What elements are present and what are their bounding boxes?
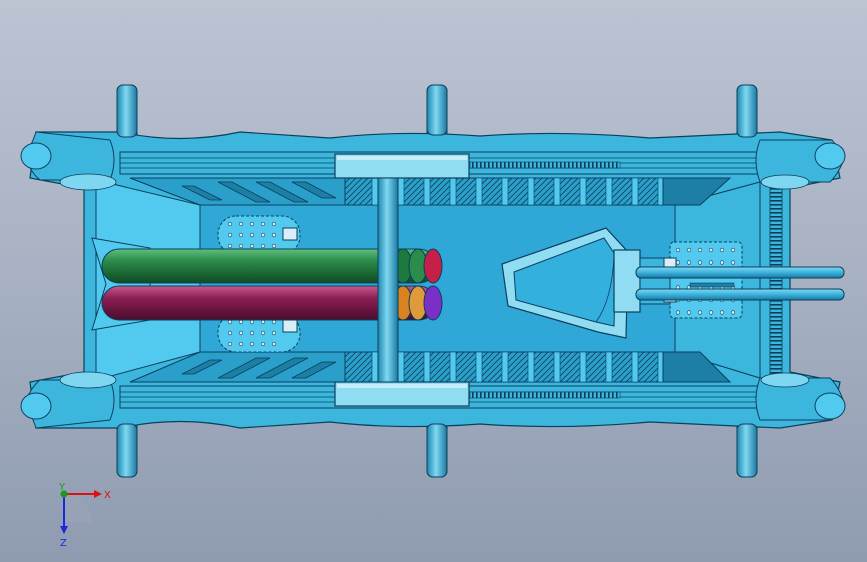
upper-rack bbox=[469, 161, 621, 169]
axis-z-label: Z bbox=[60, 538, 67, 549]
bolt-plate-upper-left bbox=[217, 215, 301, 255]
bolt-plate-lower-left bbox=[217, 313, 301, 353]
right-vertical-rack bbox=[769, 181, 783, 379]
upper-slots bbox=[181, 181, 337, 203]
grill-dividers bbox=[371, 177, 665, 383]
piston-rod-upper bbox=[635, 266, 845, 279]
corner-bracket-top-left bbox=[20, 131, 117, 191]
knob-bottom-right[interactable] bbox=[814, 392, 846, 420]
bolt-plate-right bbox=[669, 241, 743, 319]
tube-end-red bbox=[423, 248, 443, 284]
knob-bottom-left[interactable] bbox=[20, 392, 52, 420]
center-shaft bbox=[377, 177, 399, 383]
corner-bracket-bottom-left bbox=[20, 371, 117, 429]
lower-right-gusset bbox=[662, 351, 732, 383]
piston-housing bbox=[613, 249, 641, 313]
axis-x-label: X bbox=[104, 490, 111, 501]
tube-end-purple bbox=[423, 285, 443, 321]
hopper bbox=[501, 227, 629, 339]
knob-top-left[interactable] bbox=[20, 142, 52, 170]
launch-tubes[interactable] bbox=[101, 248, 443, 321]
axis-triad: X Y Z bbox=[58, 482, 111, 549]
piston-rod-lower bbox=[635, 288, 845, 301]
axis-y-label: Y bbox=[58, 482, 66, 493]
lower-rack bbox=[469, 391, 621, 399]
corner-bracket-top-right bbox=[755, 139, 846, 190]
lower-slots bbox=[181, 357, 337, 379]
upper-right-gusset bbox=[662, 177, 732, 206]
corner-bracket-bottom-right bbox=[755, 372, 846, 421]
chassis bbox=[20, 131, 846, 429]
knob-top-right[interactable] bbox=[814, 142, 846, 170]
